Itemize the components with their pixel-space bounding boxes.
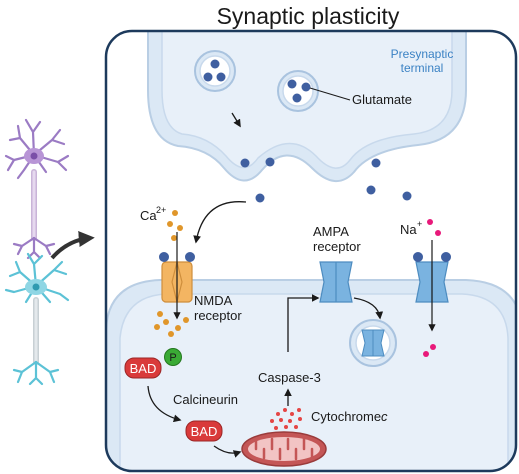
calcium-charge: 2+ bbox=[156, 205, 166, 215]
glutamate-molecules bbox=[240, 157, 412, 203]
nmda-label-line2: receptor bbox=[194, 308, 242, 323]
glutamate-label: Glutamate bbox=[352, 92, 412, 107]
cytochrome-italic-c: c bbox=[381, 409, 388, 424]
cytochrome-label: Cytochrome bbox=[311, 409, 381, 424]
postsynaptic-nucleus bbox=[32, 283, 40, 291]
nmda-label-line1: NMDA bbox=[194, 293, 233, 308]
endocytic-vesicle-icon bbox=[349, 319, 397, 367]
bad-to-mito-arrow bbox=[213, 445, 242, 458]
glutamate-to-nmda-arrow bbox=[193, 201, 247, 244]
presynaptic-label-line1: Presynaptic bbox=[391, 47, 454, 61]
bad-label-1: BAD bbox=[130, 361, 157, 376]
diagram-title: Synaptic plasticity bbox=[217, 3, 400, 29]
presynaptic-nucleus bbox=[30, 152, 38, 160]
calcium-label: Ca bbox=[140, 208, 157, 223]
sodium-label: Na bbox=[400, 222, 417, 237]
bad-label-2: BAD bbox=[191, 424, 218, 439]
calcium-ions-inside bbox=[154, 311, 189, 337]
ampa-receptor-icon bbox=[319, 261, 353, 303]
caspase-to-ampa-arrow bbox=[287, 294, 320, 352]
phospho-label: P bbox=[169, 352, 176, 364]
glutamate-pointer bbox=[309, 87, 351, 101]
calcineurin-arrow bbox=[147, 385, 182, 423]
synaptic-vesicles bbox=[194, 50, 319, 112]
postsynaptic-neuron-icon bbox=[4, 252, 70, 386]
presynaptic-neuron-icon bbox=[4, 118, 70, 260]
ampa-label-line1: AMPA bbox=[313, 224, 349, 239]
cytochrome-c-molecules bbox=[270, 408, 302, 430]
presynaptic-label-line2: terminal bbox=[401, 61, 444, 75]
mitochondrion-icon bbox=[241, 431, 327, 467]
sodium-charge: + bbox=[417, 219, 422, 229]
ampa-label-line2: receptor bbox=[313, 239, 361, 254]
release-arrow bbox=[231, 112, 241, 128]
vesicle bbox=[194, 50, 236, 92]
zoom-arrow-icon bbox=[50, 231, 95, 260]
ampa-internalization-arrow bbox=[353, 297, 384, 320]
neuron-pair-illustration bbox=[4, 118, 95, 386]
synapse-frame bbox=[104, 29, 518, 473]
calcium-ions bbox=[167, 210, 183, 241]
calcineurin-label: Calcineurin bbox=[173, 392, 238, 407]
vesicle bbox=[277, 70, 319, 112]
bad-badge: BAD bbox=[185, 420, 223, 442]
sodium-ions bbox=[423, 219, 441, 357]
bad-phospho-badge: BAD P bbox=[124, 348, 182, 379]
caspase-label: Caspase-3 bbox=[258, 370, 321, 385]
